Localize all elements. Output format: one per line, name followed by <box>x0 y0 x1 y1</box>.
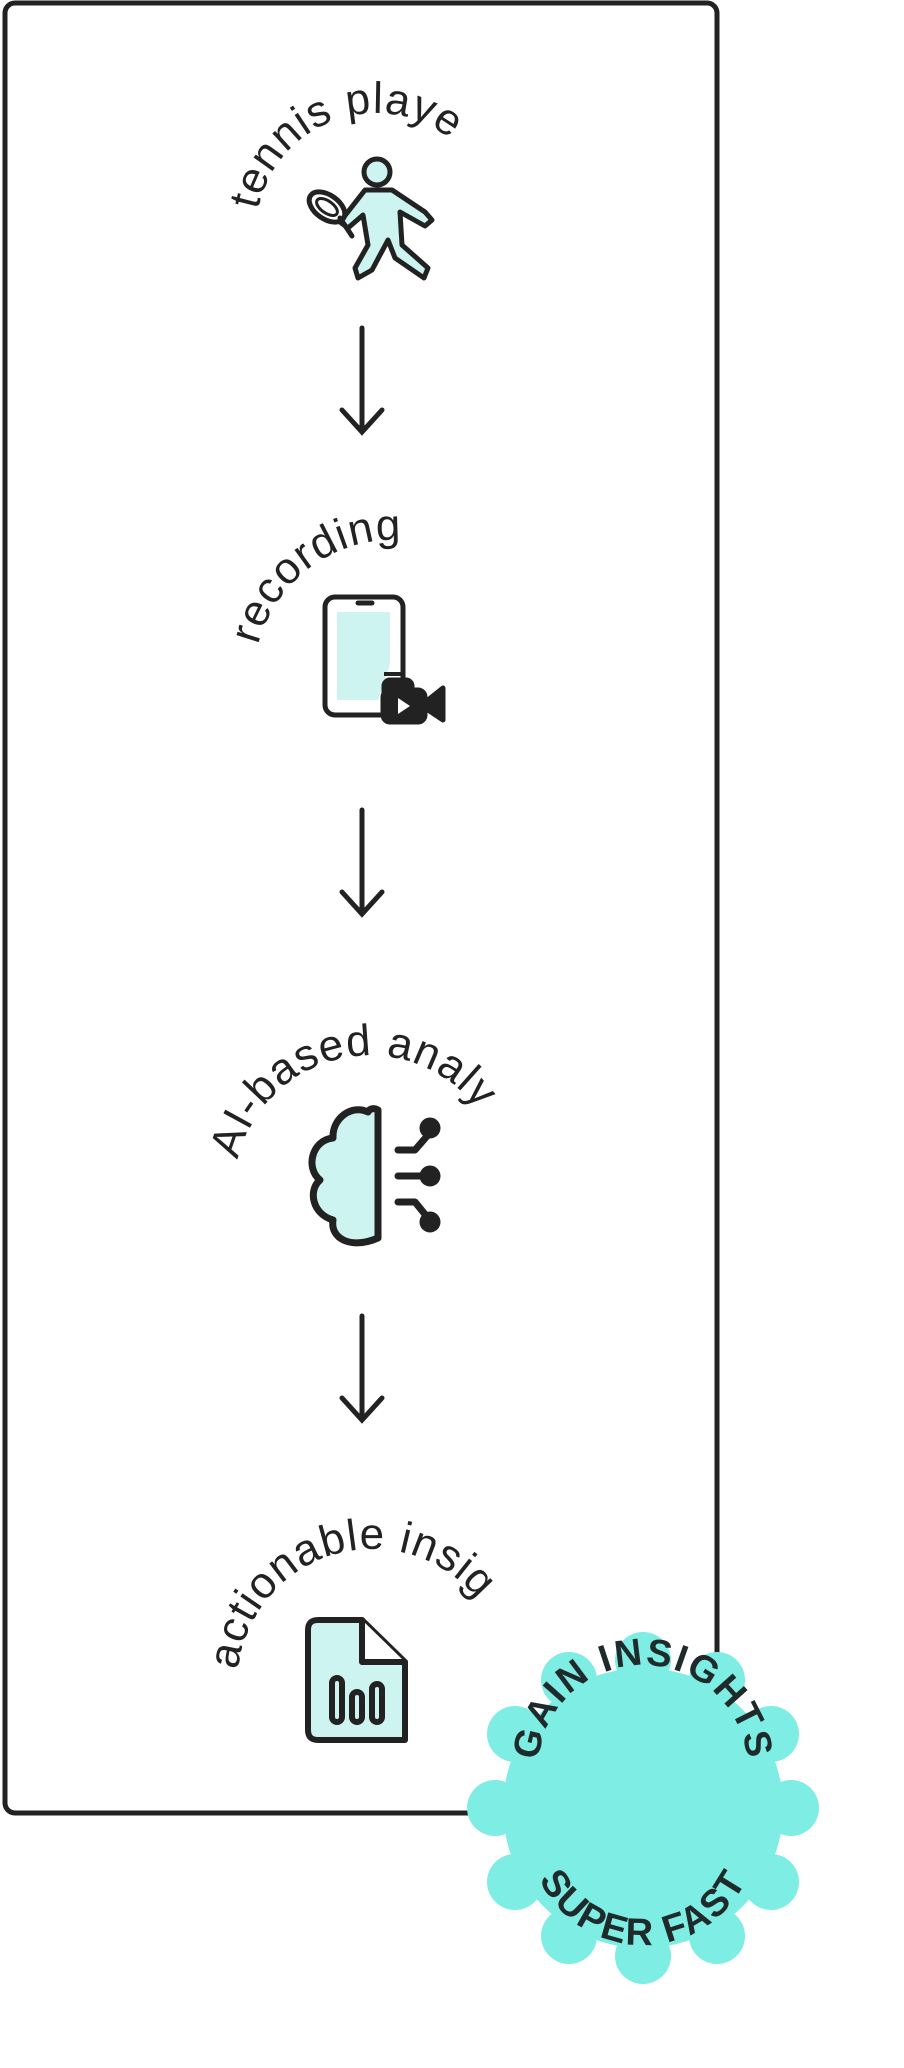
arrow-down-3 <box>339 1313 385 1424</box>
chart-document-icon <box>305 1617 408 1743</box>
arrow-down-1 <box>339 325 385 436</box>
step-label-actionable-insights: actionable insights <box>0 0 507 1672</box>
gain-insights-badge: GAIN INSIGHTS SUPER FAST <box>467 1631 819 1984</box>
tennis-player-icon <box>306 156 435 281</box>
arrow-down-2 <box>339 807 385 918</box>
phone-video-icon <box>322 594 446 725</box>
brain-circuit-icon <box>308 1105 441 1247</box>
frame-border <box>2 0 720 1816</box>
